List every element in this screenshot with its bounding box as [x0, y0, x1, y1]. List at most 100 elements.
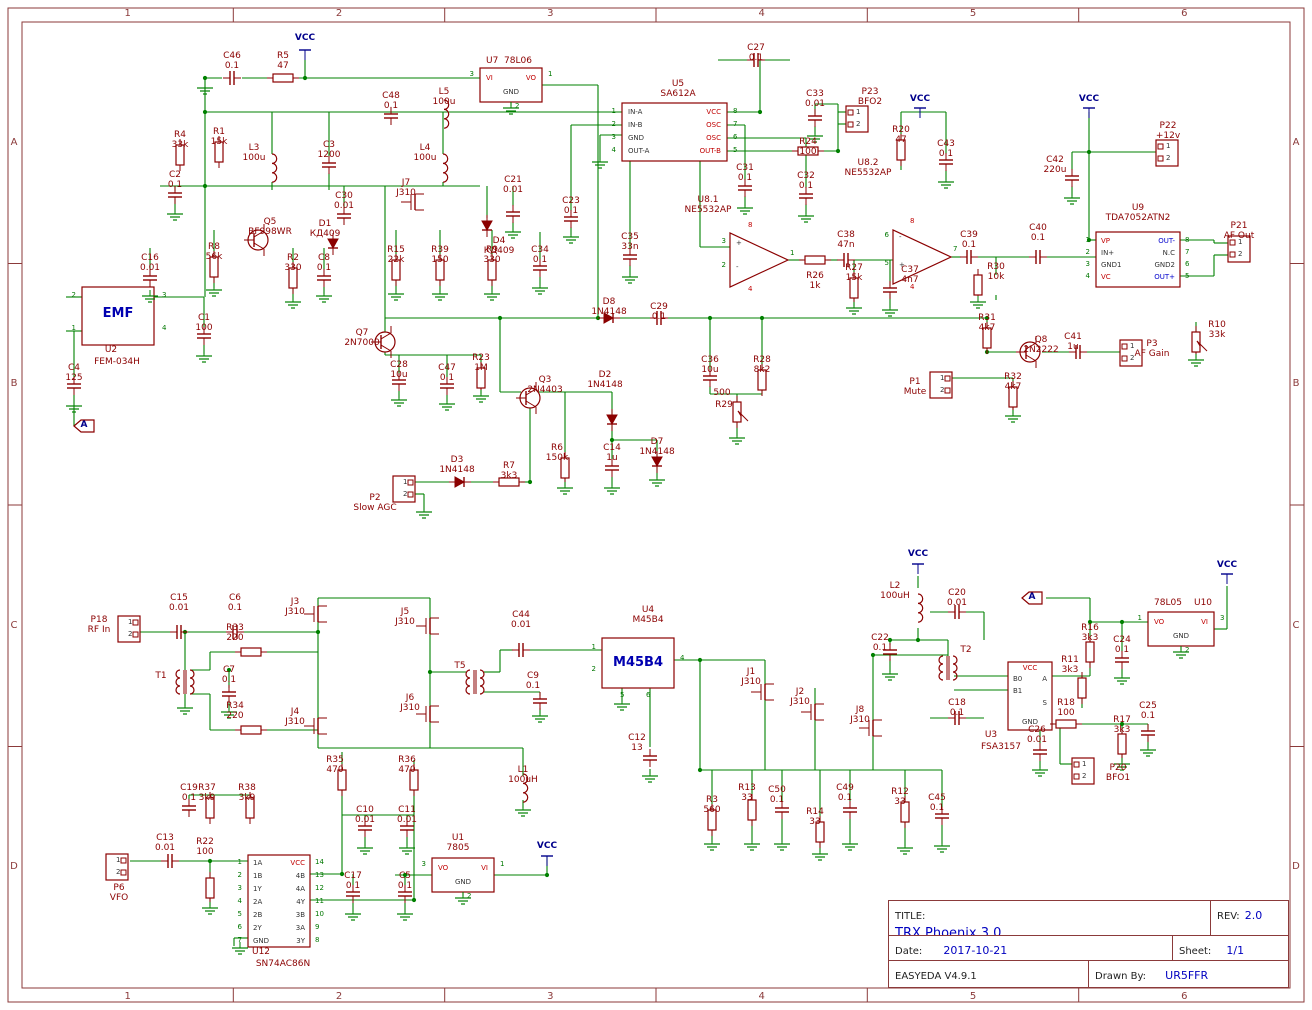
junction-dot [544, 872, 550, 878]
potentiometer [1191, 331, 1201, 353]
resistor [849, 277, 859, 299]
connector-box [1155, 139, 1179, 167]
date-value: 2017-10-21 [943, 944, 1008, 957]
sheet-cell: Sheet: 1/1 [1172, 936, 1288, 960]
junction-dot [1086, 149, 1092, 155]
resistor [1055, 719, 1077, 729]
date-cell: Date: 2017-10-21 [889, 936, 1172, 960]
connector-pin [132, 619, 139, 626]
pot-wiper [737, 410, 742, 417]
resistor [560, 457, 570, 479]
transformer-coil [465, 669, 471, 695]
connector-box [1071, 757, 1095, 785]
transformer-coil [952, 655, 958, 681]
transformer-coil [189, 669, 195, 695]
junction-dot [984, 315, 990, 321]
components-layer [66, 49, 1251, 955]
rev-label: REV: [1217, 911, 1240, 922]
transistor-emitter [1025, 354, 1037, 362]
date-label: Date: [895, 946, 923, 957]
title-cell: TITLE: TRX Phoenix 3.0 [889, 901, 1210, 935]
transistor-emitter [525, 400, 537, 408]
resistor [973, 274, 983, 296]
inductor [522, 773, 529, 803]
inductor [917, 593, 924, 623]
transformer-coil [175, 669, 181, 695]
diode [327, 238, 339, 250]
inductor [442, 153, 449, 183]
resistor [272, 73, 294, 83]
sheet-value: 1/1 [1226, 944, 1245, 957]
wires-layer [66, 59, 1228, 946]
junction-dot [202, 75, 208, 81]
title-block: TITLE: TRX Phoenix 3.0 REV: 2.0 Date: 20… [888, 900, 1289, 988]
drawnby-value: UR5FFR [1165, 969, 1209, 982]
pot-wiper [1196, 340, 1201, 347]
connector-box [105, 853, 129, 881]
junction-dot [609, 437, 615, 443]
connector-pin [120, 869, 127, 876]
resistor [804, 255, 826, 265]
connector-pin [407, 479, 414, 486]
transformer-coil [938, 655, 944, 681]
sheet-label: Sheet: [1179, 946, 1212, 957]
resistor [1077, 677, 1087, 699]
resistor [175, 144, 185, 166]
inductor [271, 153, 278, 183]
resistor [209, 256, 219, 278]
junction-dot [207, 858, 213, 864]
diode [454, 476, 466, 488]
resistor [214, 141, 224, 163]
resistor [815, 821, 825, 843]
resistor [1008, 386, 1018, 408]
ic-box [479, 67, 543, 103]
junction-dot [1119, 619, 1125, 625]
transistor-collector [380, 332, 392, 340]
junction-dot [527, 479, 533, 485]
resistor [498, 477, 520, 487]
diode [606, 414, 618, 426]
title-label: TITLE: [895, 911, 926, 922]
resistor [288, 267, 298, 289]
ic-box [247, 854, 311, 948]
resistor [240, 647, 262, 657]
diode [481, 220, 493, 232]
junction-dot [226, 667, 232, 673]
tool-cell: EASYEDA V4.9.1 [889, 961, 1088, 987]
diode [603, 312, 615, 324]
opamp [892, 229, 953, 285]
resistor [487, 259, 497, 281]
connector-pin [1229, 251, 1236, 258]
resistor [896, 139, 906, 161]
connector-box [117, 615, 141, 643]
connector-pin [132, 631, 139, 638]
potentiometer [732, 401, 742, 423]
connector-box [845, 105, 869, 133]
transistor-emitter [380, 344, 392, 352]
connector-pin [1157, 155, 1164, 162]
connector-box [929, 371, 953, 399]
junction-dot [315, 629, 321, 635]
junction-dot [697, 657, 703, 663]
connector-box [392, 475, 416, 503]
resistor [1117, 733, 1127, 755]
opamp [729, 232, 790, 288]
junction-dot [1087, 619, 1093, 625]
junction-dot [202, 109, 208, 115]
resistor [245, 797, 255, 819]
resistor [476, 367, 486, 389]
connector-pin [1229, 239, 1236, 246]
transformer-coil [479, 669, 485, 695]
junction-dot [302, 75, 308, 81]
transistor-emitter [253, 242, 265, 250]
junction-dot [339, 871, 345, 877]
rev-cell: REV: 2.0 [1210, 901, 1288, 935]
transistor-collector [525, 388, 537, 396]
resistor [797, 146, 819, 156]
junction-dot [202, 183, 208, 189]
connector-pin [1073, 761, 1080, 768]
connector-pin [944, 387, 951, 394]
resistor [337, 769, 347, 791]
